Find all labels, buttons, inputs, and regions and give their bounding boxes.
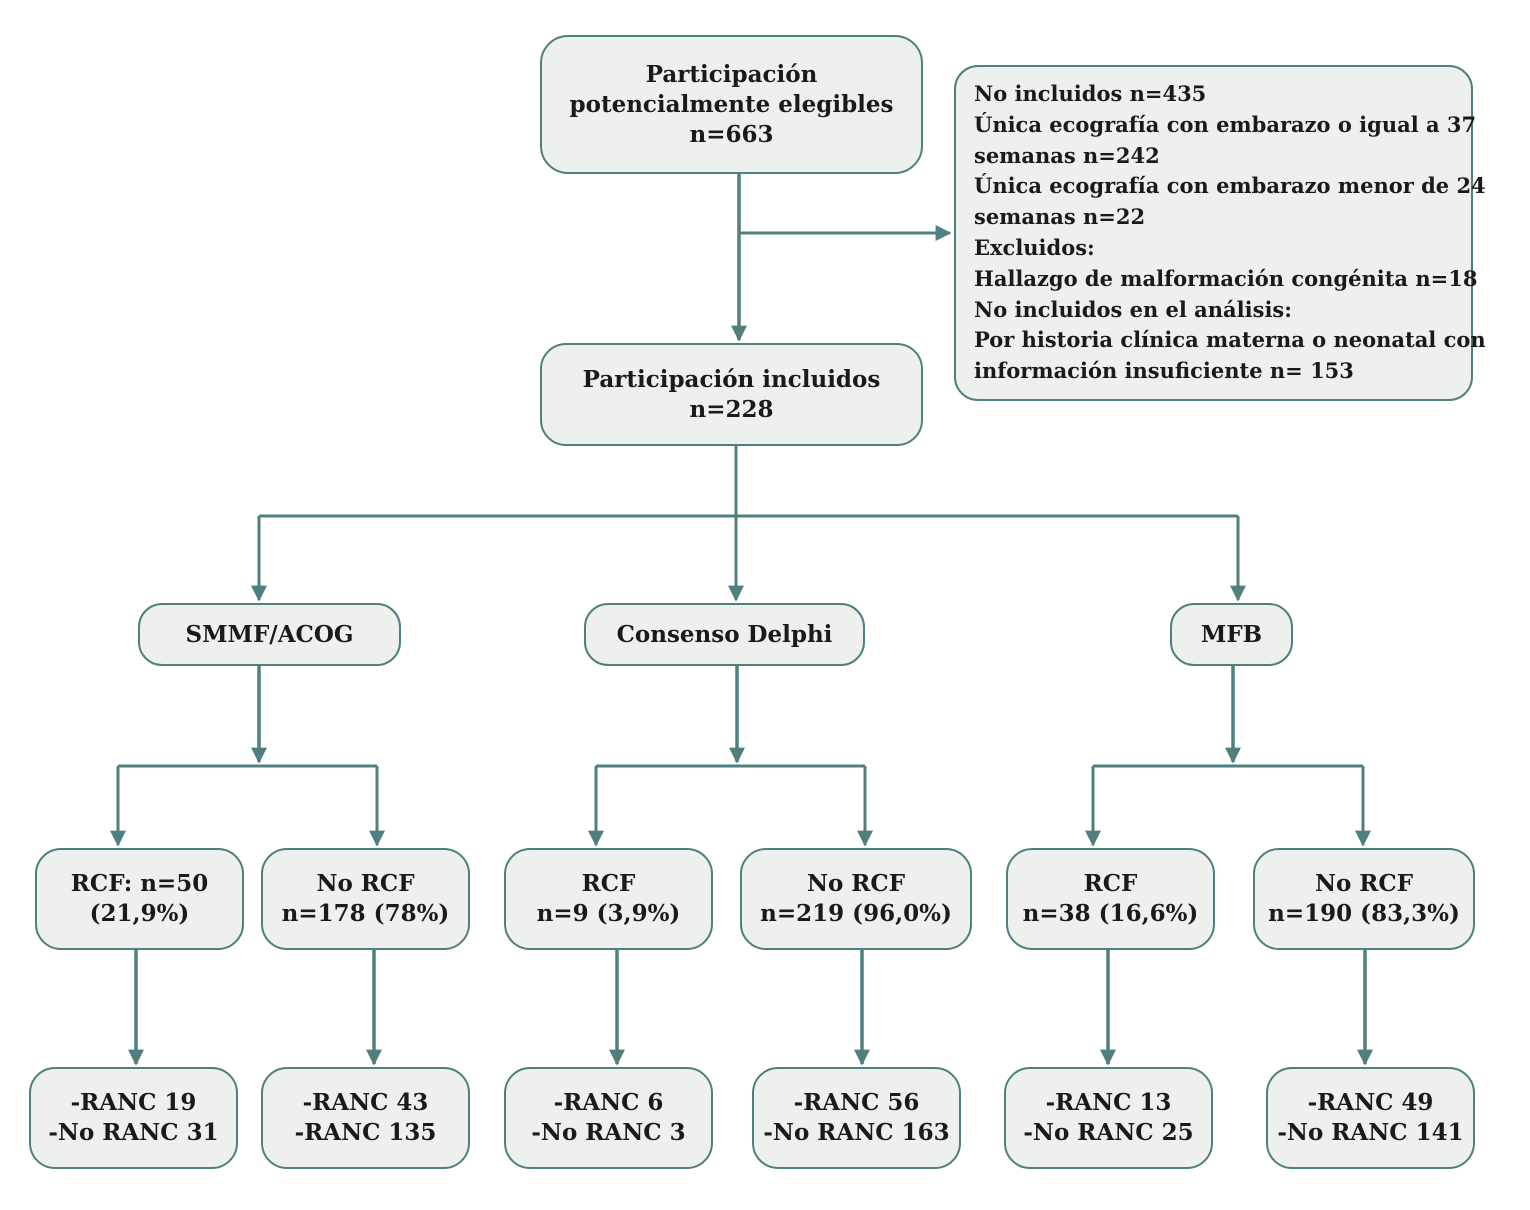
node-mfb-norcf-outcome-line-2: -No RANC 141 [1277,1119,1464,1146]
node-mfb-rcf-outcome-line-2: -No RANC 25 [1023,1119,1194,1146]
node-delphi: Consenso Delphi [584,603,865,666]
node-delphi-norcf: No RCF n=219 (96,0%) [740,848,972,950]
node-smmf-rcf-line-2: (21,9%) [89,900,190,927]
node-delphi-norcf-outcome-line-2: -No RANC 163 [763,1119,950,1146]
node-smmf-norcf: No RCF n=178 (78%) [261,848,470,950]
node-eligible: Participación potencialmente elegibles n… [540,35,923,174]
excluded-line-7: Hallazgo de malformación congénita n=18 [974,265,1478,291]
node-delphi-rcf-line-2: n=9 (3,9%) [536,900,681,927]
node-delphi-rcf: RCF n=9 (3,9%) [504,848,713,950]
node-smmf-rcf-outcome-line-2: -No RANC 31 [48,1119,219,1146]
node-mfb-rcf-line-2: n=38 (16,6%) [1022,900,1199,927]
node-smmf-norcf-line-2: n=178 (78%) [281,900,450,927]
excluded-line-1: No incluidos n=435 [974,81,1207,106]
node-mfb-rcf-outcome: -RANC 13 -No RANC 25 [1004,1067,1213,1169]
node-delphi-norcf-outcome: -RANC 56 -No RANC 163 [752,1067,961,1169]
node-mfb-rcf: RCF n=38 (16,6%) [1006,848,1215,950]
node-mfb-norcf-line-2: n=190 (83,3%) [1268,900,1460,927]
node-smmf-label: SMMF/ACOG [185,620,354,648]
node-mfb-norcf-outcome-line-1: -RANC 49 [1307,1089,1434,1116]
node-delphi-norcf-outcome-line-1: -RANC 56 [793,1089,920,1116]
node-mfb-norcf: No RCF n=190 (83,3%) [1253,848,1475,950]
excluded-line-10: información insuficiente n= 153 [974,358,1354,384]
node-smmf-norcf-outcome-line-2: -RANC 135 [294,1119,437,1146]
excluded-line-6: Excluidos: [974,234,1095,260]
node-delphi-norcf-line-1: No RCF [806,870,906,897]
node-smmf-norcf-outcome: -RANC 43 -RANC 135 [261,1067,470,1169]
node-delphi-rcf-outcome: -RANC 6 -No RANC 3 [504,1067,713,1169]
excluded-line-9: Por historia clínica materna o neonatal … [974,327,1486,353]
node-delphi-label: Consenso Delphi [616,620,833,648]
node-mfb: MFB [1170,603,1293,666]
node-mfb-rcf-line-1: RCF [1083,870,1138,897]
node-delphi-norcf-line-2: n=219 (96,0%) [760,900,952,927]
node-smmf-rcf-line-1: RCF: n=50 [70,870,209,897]
excluded-line-5: semanas n=22 [974,204,1146,230]
node-smmf-rcf-outcome: -RANC 19 -No RANC 31 [29,1067,238,1169]
node-included-line-2: n=228 [689,395,774,423]
node-smmf-norcf-line-1: No RCF [316,870,415,897]
excluded-line-3: semanas n=242 [974,142,1160,168]
excluded-line-4: Única ecografía con embarazo menor de 24 [974,173,1486,199]
node-eligible-line-3: n=663 [689,120,774,148]
node-included-line-1: Participación incluidos [582,365,881,393]
node-mfb-label: MFB [1200,620,1263,648]
node-excluded: No incluidos n=435 Única ecografía con e… [954,65,1486,401]
node-smmf-norcf-outcome-line-1: -RANC 43 [302,1089,429,1116]
node-smmf-rcf: RCF: n=50 (21,9%) [35,848,244,950]
excluded-line-8: No incluidos en el análisis: [974,296,1292,322]
node-mfb-norcf-line-1: No RCF [1314,870,1414,897]
node-delphi-rcf-line-1: RCF [581,870,636,897]
node-smmf: SMMF/ACOG [138,603,401,666]
excluded-line-2: Única ecografía con embarazo o igual a 3… [974,111,1477,137]
node-eligible-line-1: Participación [645,60,818,88]
node-smmf-rcf-outcome-line-1: -RANC 19 [70,1089,197,1116]
node-included: Participación incluidos n=228 [540,343,923,446]
node-eligible-line-2: potencialmente elegibles [569,90,894,118]
node-mfb-norcf-outcome: -RANC 49 -No RANC 141 [1266,1067,1475,1169]
node-delphi-rcf-outcome-line-2: -No RANC 3 [531,1119,686,1146]
node-delphi-rcf-outcome-line-1: -RANC 6 [553,1089,664,1116]
node-mfb-rcf-outcome-line-1: -RANC 13 [1045,1089,1172,1116]
